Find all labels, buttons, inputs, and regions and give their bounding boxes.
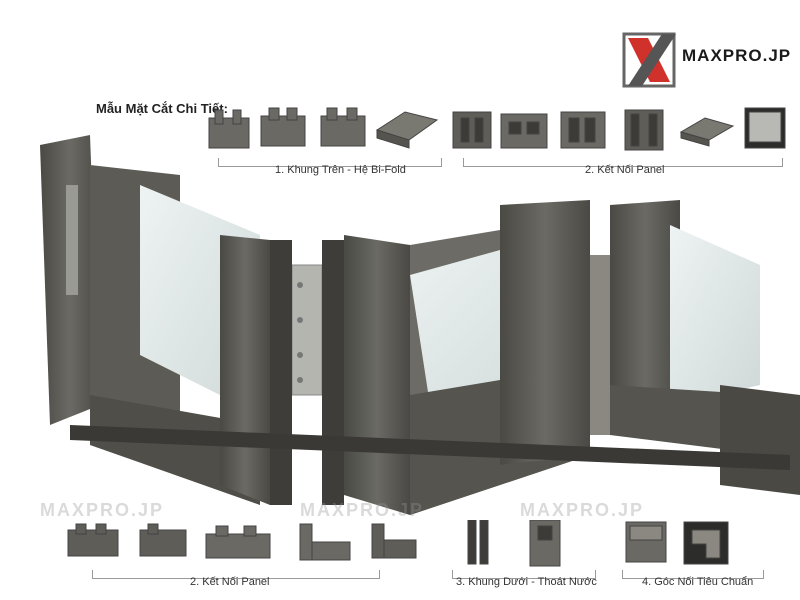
brand-logo-text: MAXPRO.JP xyxy=(682,46,792,65)
bracket-panel-connect-bottom xyxy=(92,570,380,579)
bottom-thumb-2 xyxy=(139,523,187,557)
profile-thumb-1 xyxy=(208,109,250,149)
bottom-thumb-4 xyxy=(299,523,351,561)
profile-thumb-4 xyxy=(375,111,439,149)
profile-thumb-2 xyxy=(260,107,306,147)
profile-thumb-9 xyxy=(679,117,735,147)
profile-thumb-7 xyxy=(560,111,606,149)
right-hinge xyxy=(590,255,610,435)
bottom-thumb-7 xyxy=(529,520,561,567)
watermark-1: MAXPRO.JP xyxy=(40,500,165,520)
bottom-thumb-9 xyxy=(683,521,729,565)
bracket-top-frame xyxy=(218,158,442,167)
left-panel xyxy=(90,165,270,505)
center-panel xyxy=(344,200,590,515)
bifold-door-cross-section-illustration xyxy=(40,135,800,515)
label-panel-connect-bottom: 2. Kết Nối Panel xyxy=(190,576,270,588)
bottom-track xyxy=(70,425,790,470)
label-corner-joint: 4. Góc Nối Tiêu Chuẩn xyxy=(642,576,754,588)
label-panel-connect-top: 2. Kết Nối Panel xyxy=(585,164,665,176)
profile-thumb-8 xyxy=(624,109,664,151)
brand-logo xyxy=(622,30,792,90)
profile-thumb-5 xyxy=(452,111,492,149)
bracket-corner-joint xyxy=(622,570,764,579)
bracket-bottom-frame xyxy=(452,570,596,579)
profile-thumb-10 xyxy=(744,107,786,149)
bottom-profile-thumbnails xyxy=(67,520,729,567)
bottom-thumb-6 xyxy=(467,520,489,565)
center-hinge xyxy=(270,240,344,505)
profile-thumb-6 xyxy=(500,113,548,149)
bracket-panel-connect-top xyxy=(463,158,783,167)
top-profile-thumbnails xyxy=(208,107,786,151)
bottom-thumb-1 xyxy=(67,523,119,557)
bottom-thumb-3 xyxy=(205,525,271,559)
maxpro-logo-icon xyxy=(622,32,676,88)
left-frame-profile xyxy=(40,135,100,425)
bottom-thumb-5 xyxy=(371,523,417,559)
bottom-thumb-8 xyxy=(625,521,667,563)
profile-thumb-3 xyxy=(320,107,366,147)
label-bottom-frame-drainage: 3. Khung Dưới - Thoát Nước xyxy=(456,576,597,588)
watermark-3: MAXPRO.JP xyxy=(520,500,645,520)
label-top-frame: 1. Khung Trên - Hệ Bi-Fold xyxy=(275,164,406,176)
right-panel-glass xyxy=(670,225,760,405)
watermark-2: MAXPRO.JP xyxy=(300,500,425,520)
section-title: Mẫu Mặt Cắt Chi Tiết: xyxy=(96,101,228,116)
left-hinge xyxy=(66,185,78,295)
